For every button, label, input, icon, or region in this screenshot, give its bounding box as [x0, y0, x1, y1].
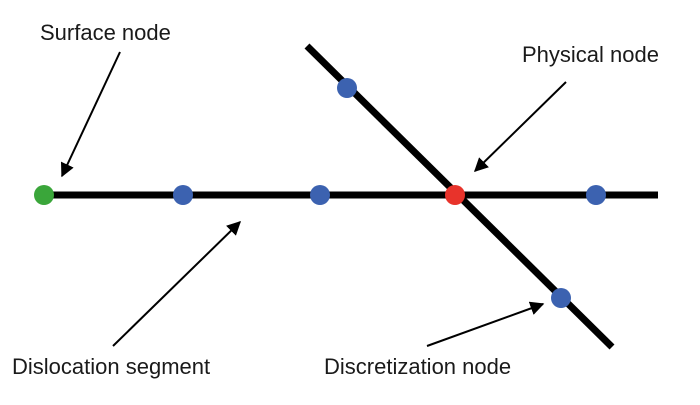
discretization-node [310, 185, 330, 205]
discretization-node [337, 78, 357, 98]
discretization-node-label: Discretization node [324, 354, 511, 379]
surface-node-arrow [60, 51, 121, 178]
physical-node [445, 185, 465, 205]
dislocation-segment-arrow [112, 221, 242, 347]
surface-node-label: Surface node [40, 20, 171, 45]
discretization-node [551, 288, 571, 308]
discretization-node [173, 185, 193, 205]
discretization-node [586, 185, 606, 205]
dislocation-segment-label: Dislocation segment [12, 354, 210, 379]
discretization-node-arrow [426, 301, 545, 347]
physical-node-label: Physical node [522, 42, 659, 67]
surface-node [34, 185, 54, 205]
physical-node-arrow [473, 81, 567, 172]
